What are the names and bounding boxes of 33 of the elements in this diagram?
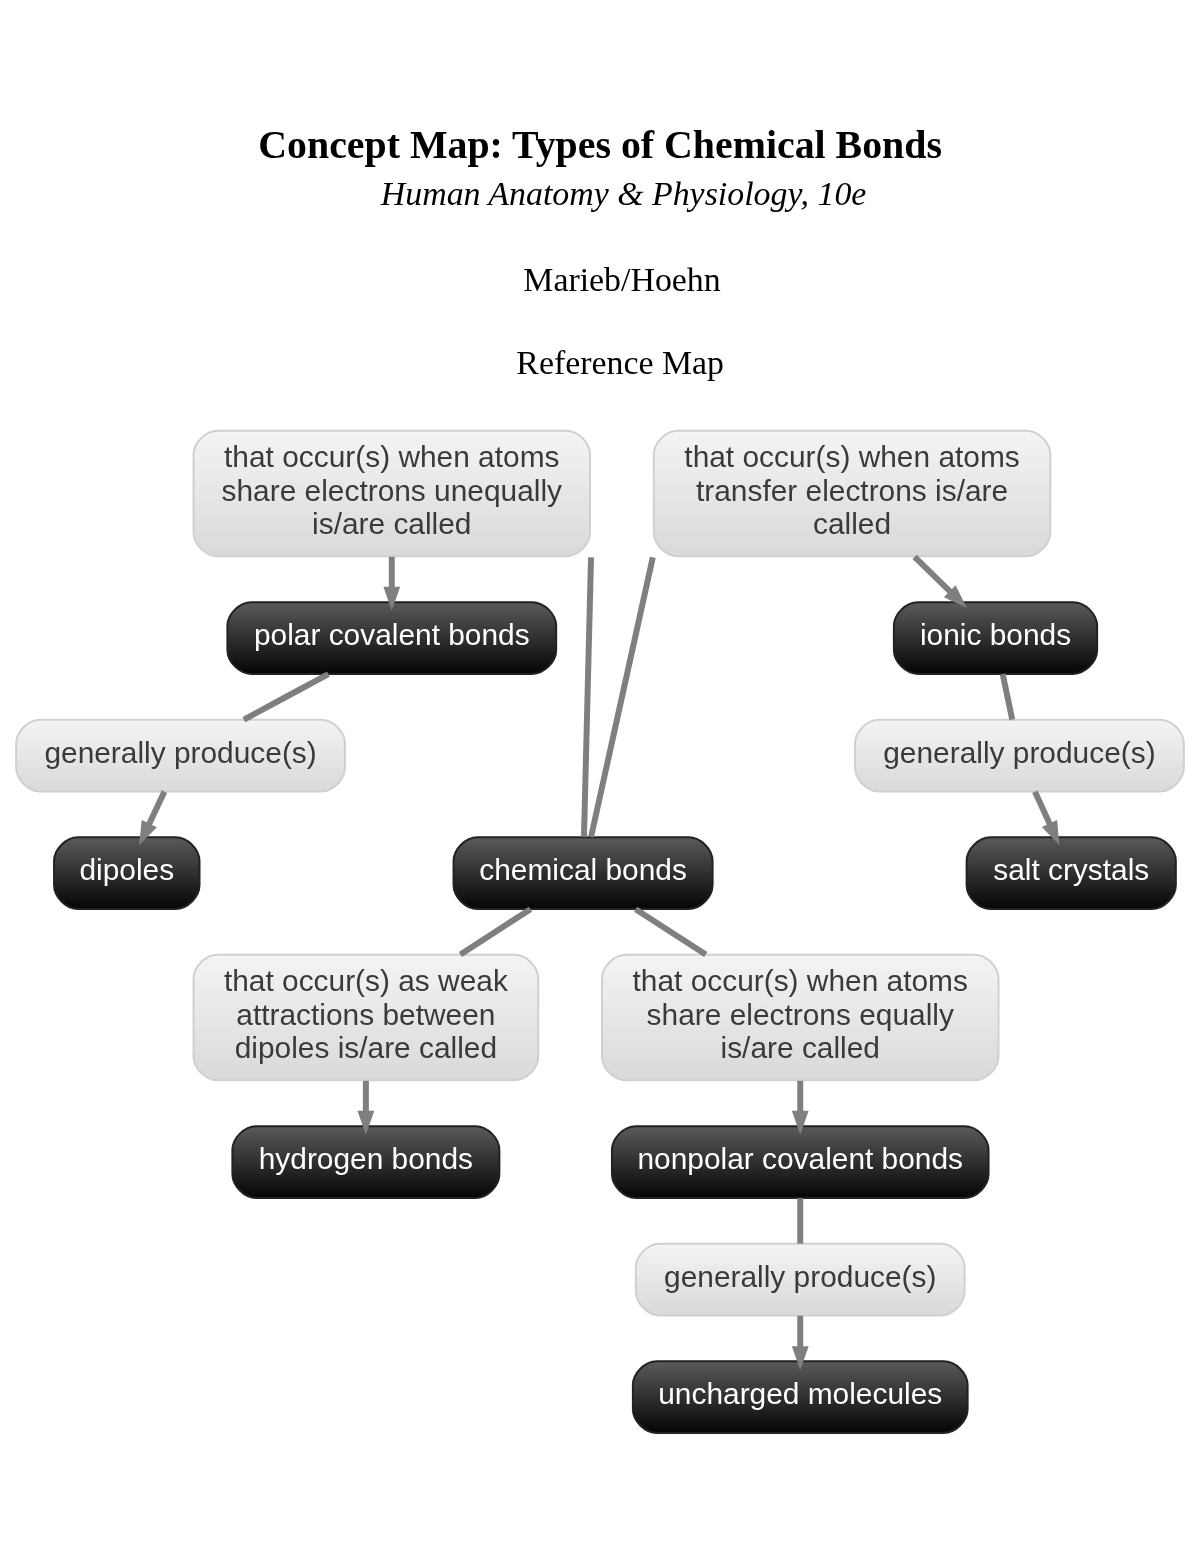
node-box: that occur(s) when atoms transfer electrons is/are called [652, 429, 1052, 558]
arrow [383, 556, 401, 611]
arrow [139, 790, 168, 846]
label: Marieb/Hoehn [523, 260, 721, 298]
node-box: dipoles [53, 836, 201, 910]
node-box: that occur(s) as weak attractions between dipoles is/are called [192, 953, 540, 1082]
node-box: that occur(s) when atoms share electrons equally is/are called [601, 953, 1000, 1082]
arrow [912, 554, 967, 608]
node-box: that occur(s) when atoms share electrons unequally is/are called [192, 429, 592, 558]
label: Reference Map [516, 344, 725, 382]
connector [588, 556, 656, 838]
connector [999, 673, 1016, 721]
arrow [357, 1080, 375, 1135]
connector [581, 557, 594, 837]
node-box: hydrogen bonds [231, 1125, 501, 1199]
connector [242, 671, 330, 723]
connector [458, 906, 533, 957]
node-box: uncharged molecules [631, 1360, 969, 1435]
node-box: generally produce(s) [634, 1242, 966, 1317]
connector [797, 1198, 804, 1244]
node-box: ionic bonds [892, 601, 1099, 675]
node-box: generally produce(s) [854, 718, 1185, 793]
arrow [791, 1080, 809, 1135]
label: Human Anatomy & Physiology, 10e [380, 174, 867, 212]
node-box: nonpolar covalent bonds [610, 1125, 990, 1199]
connector [634, 906, 708, 957]
arrow [791, 1315, 809, 1371]
node-box: polar covalent bonds [226, 601, 558, 675]
node-box: generally produce(s) [15, 718, 346, 793]
node-box: salt crystals [965, 836, 1177, 910]
arrow [1032, 790, 1060, 846]
diagram-title: Concept Map: Types of Chemical Bonds [258, 121, 942, 167]
node-box: chemical bonds [452, 836, 714, 910]
